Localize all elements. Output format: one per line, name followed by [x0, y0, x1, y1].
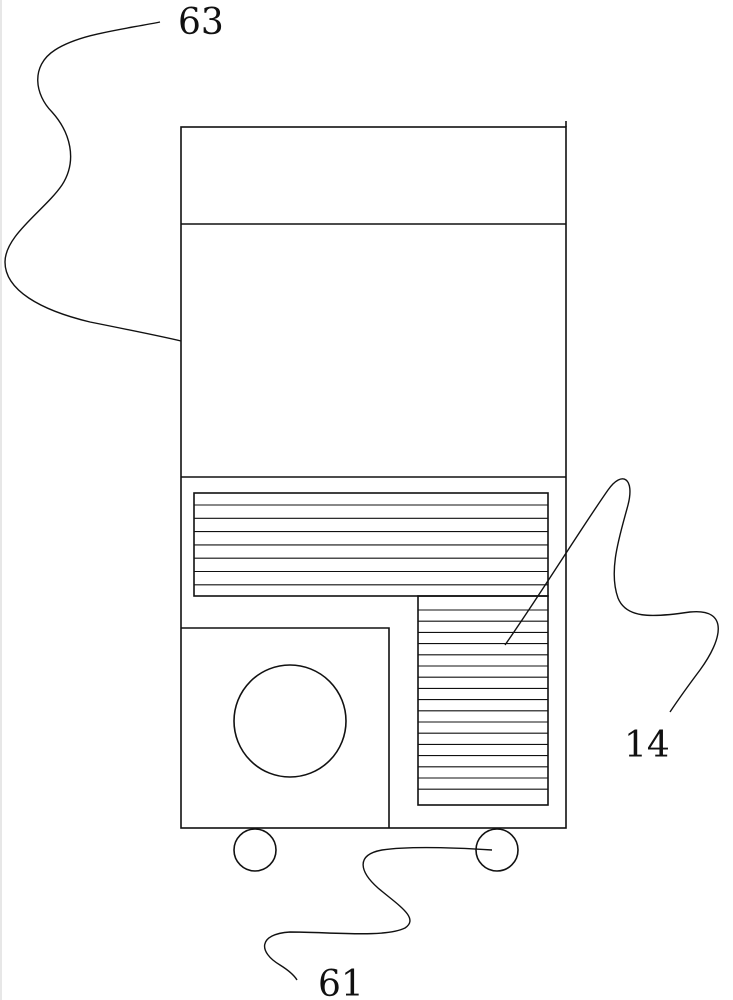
fan-circle: [234, 665, 346, 777]
fan-compartment-frame: [181, 628, 389, 828]
label-63: 63: [178, 2, 224, 43]
leader-line-63: [5, 22, 181, 341]
left-wheel: [234, 829, 276, 871]
lower-grille-slats: [418, 610, 548, 789]
label-14: 14: [624, 725, 670, 766]
leader-line-61: [265, 848, 492, 980]
upper-grille-slats: [194, 505, 548, 585]
label-61: 61: [318, 964, 364, 1000]
lower-grille-frame: [418, 596, 548, 805]
